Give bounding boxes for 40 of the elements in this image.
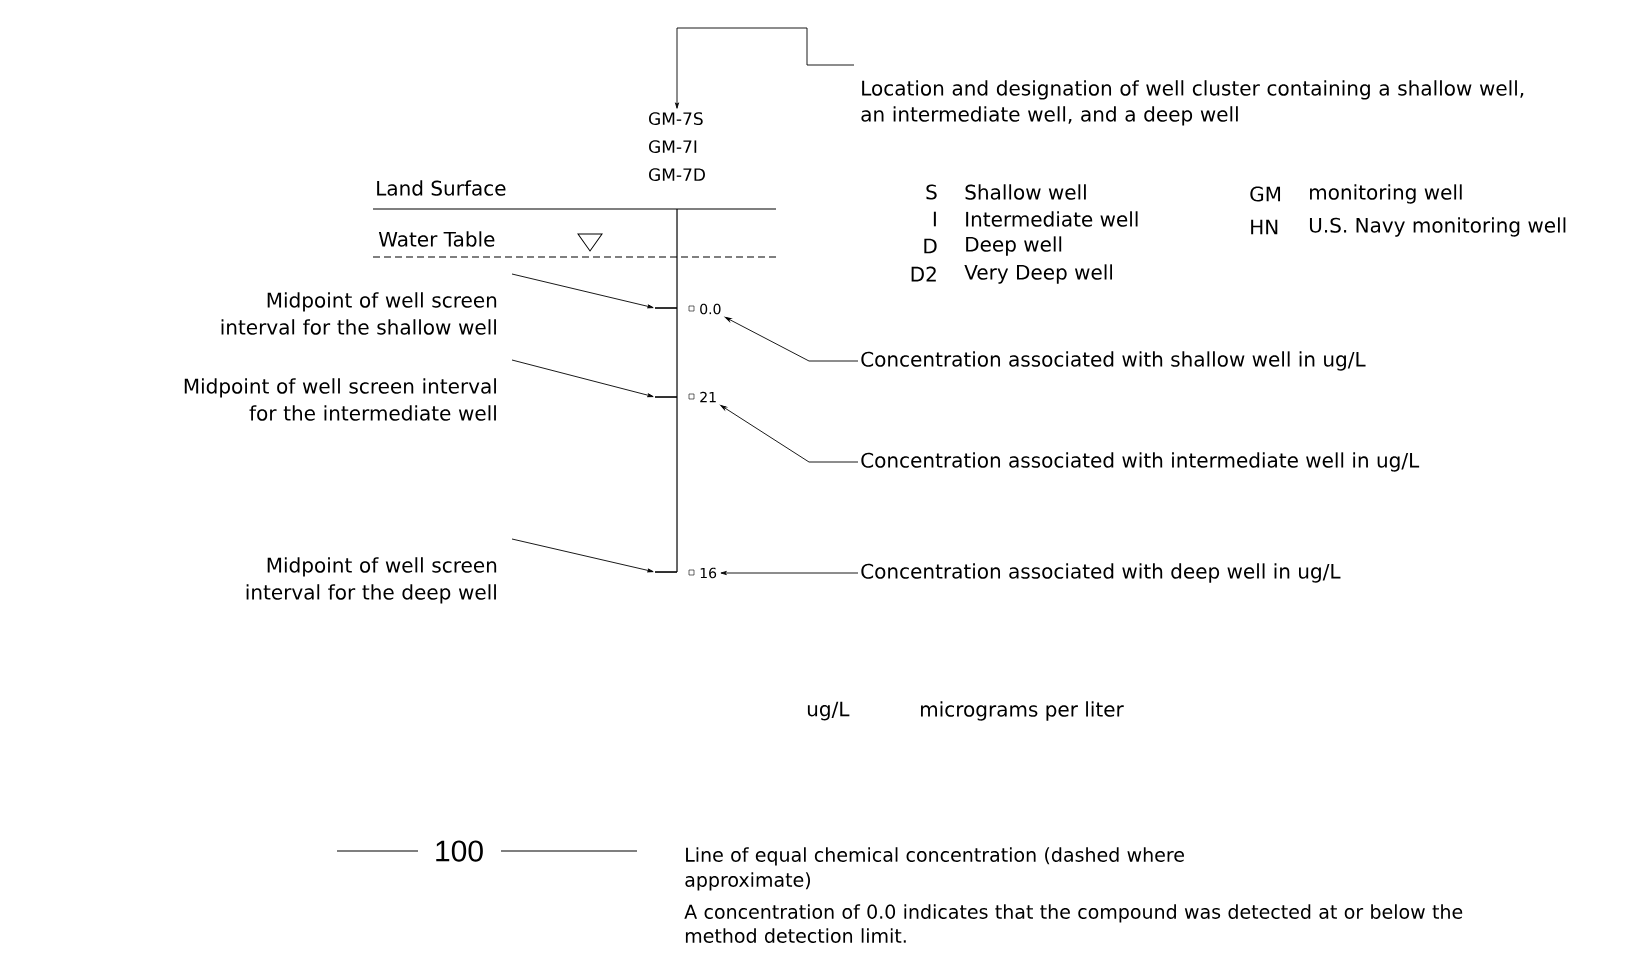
concentration-value: 0.0	[700, 303, 721, 315]
screen-tick	[655, 571, 677, 573]
callout-text: Midpoint of well screen interval for the shallow well	[221, 292, 497, 335]
screen-tick	[655, 307, 677, 309]
concentration-value: 16	[700, 567, 717, 579]
callout-text: Location and designation of well cluster containing a shallow well, an intermediate well, and a deep well	[861, 80, 1524, 126]
well-id-text: GM-7S GM-7I GM-7D	[649, 112, 705, 182]
leader-arrow	[511, 538, 654, 573]
legend-text: monitoring well	[1310, 184, 1462, 204]
legend-code: HN	[1251, 219, 1278, 235]
legend-code: D2	[911, 266, 936, 282]
leader-arrow	[724, 316, 859, 362]
legend-code: I	[933, 211, 936, 227]
concentration-value: 21	[700, 391, 716, 403]
note-text: A concentration of 0.0 indicates that the compound was detected at or below the method detection limit.	[684, 904, 1463, 943]
leader-arrow	[720, 404, 859, 463]
leader-arrow	[511, 273, 654, 309]
legend-text: micrograms per liter	[921, 701, 1124, 721]
legend-text: Line of equal chemical concentration (dashed where approximate)	[685, 847, 1184, 891]
leader-arrow	[720, 571, 859, 575]
callout-text: Concentration associated with deep well in ug/L	[861, 563, 1341, 583]
layer-label: Water Table	[378, 231, 495, 247]
legend-code: GM	[1250, 186, 1280, 202]
legend-text: Shallow well	[965, 184, 1086, 200]
legend-code: D	[924, 238, 937, 254]
callout-text: Concentration associated with intermediate well in ug/L	[861, 452, 1420, 472]
leader-arrow	[675, 27, 855, 109]
legend-code: ug/L	[807, 701, 850, 721]
layer-label: Land Surface	[377, 180, 506, 196]
callout-text: Midpoint of well screen interval for the intermediate well	[184, 378, 496, 421]
legend-text: Intermediate well	[966, 211, 1138, 227]
legend-text: Deep well	[966, 236, 1062, 256]
legend-text: Very Deep well	[964, 264, 1112, 284]
callout-text: Midpoint of well screen interval for the deep well	[246, 557, 497, 604]
contour-value: 100	[436, 840, 483, 862]
callout-text: Concentration associated with shallow well in ug/L	[861, 351, 1366, 371]
legend-text: U.S. Navy monitoring well	[1309, 217, 1566, 237]
leader-arrow	[511, 359, 654, 398]
legend-code: S	[926, 184, 937, 200]
screen-tick	[655, 396, 677, 398]
